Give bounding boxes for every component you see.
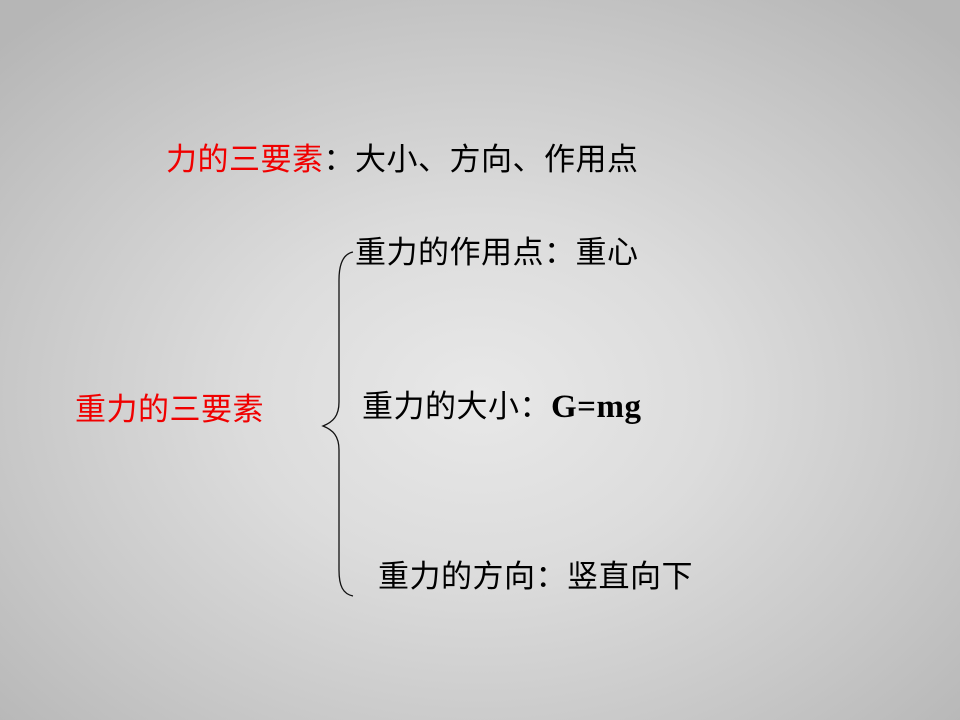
gravity-item-value: 重心	[575, 235, 639, 271]
gravity-three-elements-title: 重力的三要素	[75, 392, 264, 428]
gravity-item-magnitude: 重力的大小：G=mg	[362, 391, 641, 424]
force-three-elements-items: 大小、方向、作用点	[355, 142, 639, 178]
gravity-item-label: 重力的作用点	[355, 235, 544, 271]
colon: ：	[544, 235, 576, 271]
colon: ：	[323, 142, 355, 178]
gravity-formula: G=mg	[551, 389, 642, 425]
gravity-item-value: 竖直向下	[567, 559, 693, 595]
gravity-item-direction: 重力的方向：竖直向下	[378, 562, 693, 593]
gravity-item-label: 重力的大小	[362, 389, 520, 425]
gravity-item-label: 重力的方向	[378, 559, 536, 595]
force-three-elements-label: 力的三要素	[166, 142, 324, 178]
force-three-elements-line: 力的三要素：大小、方向、作用点	[166, 145, 639, 176]
gravity-item-application-point: 重力的作用点：重心	[355, 238, 639, 269]
colon: ：	[535, 559, 567, 595]
colon: ：	[519, 389, 551, 425]
curly-brace-icon	[321, 251, 354, 597]
